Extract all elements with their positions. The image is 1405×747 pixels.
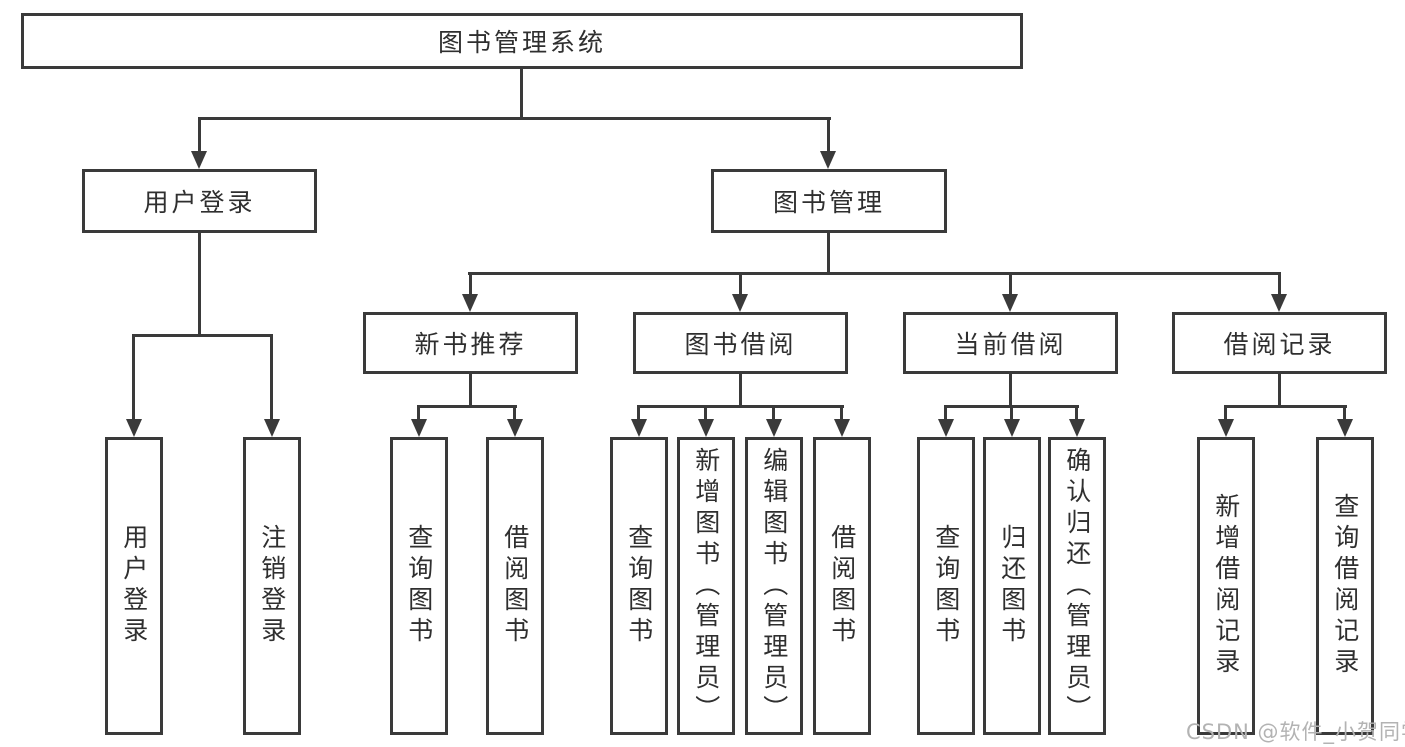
connector-line xyxy=(704,407,707,419)
connector-line xyxy=(198,233,201,336)
leaf-return-book-label: 归还图书 xyxy=(997,524,1027,648)
leaf-borrow-books-recommend: 借阅图书 xyxy=(486,437,544,735)
arrowhead-down-icon xyxy=(126,419,142,437)
node-root-label: 图书管理系统 xyxy=(437,28,606,57)
leaf-add-book-admin-label: 新增图书（管理员） xyxy=(691,446,721,726)
leaf-confirm-return-admin: 确认归还（管理员） xyxy=(1048,437,1106,735)
arrowhead-down-icon xyxy=(264,419,280,437)
arrowhead-down-icon xyxy=(1002,294,1018,312)
connector-line xyxy=(827,233,830,272)
connector-line xyxy=(739,272,742,294)
arrowhead-down-icon xyxy=(766,419,782,437)
node-current-borrow-label: 当前借阅 xyxy=(954,330,1067,359)
node-user-login: 用户登录 xyxy=(82,169,317,233)
leaf-return-book: 归还图书 xyxy=(983,437,1041,735)
leaf-borrow-books: 借阅图书 xyxy=(813,437,871,735)
connector-line xyxy=(827,117,830,151)
leaf-add-book-admin: 新增图书（管理员） xyxy=(677,437,735,735)
node-book-management: 图书管理 xyxy=(711,169,947,233)
connector-line xyxy=(1075,407,1078,419)
leaf-logout-label: 注销登录 xyxy=(257,524,287,648)
connector-line xyxy=(1224,407,1227,419)
leaf-user-login-label: 用户登录 xyxy=(119,524,149,648)
connector-line xyxy=(198,117,831,120)
arrowhead-down-icon xyxy=(938,419,954,437)
leaf-user-login: 用户登录 xyxy=(105,437,163,735)
node-borrow-records-label: 借阅记录 xyxy=(1223,330,1336,359)
leaf-edit-book-admin: 编辑图书（管理员） xyxy=(745,437,803,735)
leaf-borrow-books-recommend-label: 借阅图书 xyxy=(500,524,530,648)
connector-line xyxy=(1009,374,1012,406)
watermark-text: CSDN @软件_小贺同学 xyxy=(1186,720,1405,744)
leaf-query-books-borrow-label: 查询图书 xyxy=(624,524,654,648)
connector-line xyxy=(469,272,472,294)
connector-line xyxy=(1343,407,1346,419)
arrowhead-down-icon xyxy=(462,294,478,312)
connector-line xyxy=(1278,374,1281,406)
leaf-confirm-return-admin-label: 确认归还（管理员） xyxy=(1062,446,1092,726)
node-root: 图书管理系统 xyxy=(21,13,1023,69)
connector-line xyxy=(1009,272,1012,294)
arrowhead-down-icon xyxy=(191,151,207,169)
leaf-query-books-current-label: 查询图书 xyxy=(931,524,961,648)
leaf-query-books-current: 查询图书 xyxy=(917,437,975,735)
connector-line xyxy=(132,336,135,419)
connector-line xyxy=(520,69,523,117)
leaf-query-books-recommend: 查询图书 xyxy=(390,437,448,735)
connector-line xyxy=(637,407,640,419)
arrowhead-down-icon xyxy=(507,419,523,437)
connector-line xyxy=(637,405,844,408)
arrowhead-down-icon xyxy=(1004,419,1020,437)
connector-line xyxy=(944,405,1079,408)
arrowhead-down-icon xyxy=(1218,419,1234,437)
connector-line xyxy=(1010,407,1013,419)
node-current-borrow: 当前借阅 xyxy=(903,312,1118,374)
leaf-add-borrow-record: 新增借阅记录 xyxy=(1197,437,1255,735)
connector-line xyxy=(840,407,843,419)
connector-line xyxy=(270,336,273,419)
connector-line xyxy=(772,407,775,419)
node-borrow-records: 借阅记录 xyxy=(1172,312,1387,374)
node-new-book-recommend-label: 新书推荐 xyxy=(414,330,527,359)
connector-line xyxy=(132,334,273,337)
node-book-borrow: 图书借阅 xyxy=(633,312,848,374)
arrowhead-down-icon xyxy=(1069,419,1085,437)
arrowhead-down-icon xyxy=(1337,419,1353,437)
node-book-management-label: 图书管理 xyxy=(772,188,885,217)
leaf-borrow-books-label: 借阅图书 xyxy=(827,524,857,648)
leaf-query-books-borrow: 查询图书 xyxy=(610,437,668,735)
connector-line xyxy=(1278,272,1281,294)
leaf-query-books-recommend-label: 查询图书 xyxy=(404,524,434,648)
connector-line xyxy=(468,272,1281,275)
arrowhead-down-icon xyxy=(698,419,714,437)
connector-line xyxy=(739,374,742,406)
node-book-borrow-label: 图书借阅 xyxy=(684,330,797,359)
connector-line xyxy=(417,407,420,419)
leaf-query-borrow-record: 查询借阅记录 xyxy=(1316,437,1374,735)
connector-line xyxy=(417,405,517,408)
leaf-logout: 注销登录 xyxy=(243,437,301,735)
arrowhead-down-icon xyxy=(1271,294,1287,312)
connector-line xyxy=(469,374,472,406)
connector-line xyxy=(1224,405,1347,408)
leaf-add-borrow-record-label: 新增借阅记录 xyxy=(1211,493,1241,679)
node-new-book-recommend: 新书推荐 xyxy=(363,312,578,374)
leaf-edit-book-admin-label: 编辑图书（管理员） xyxy=(759,446,789,726)
arrowhead-down-icon xyxy=(631,419,647,437)
connector-line xyxy=(944,407,947,419)
connector-line xyxy=(513,407,516,419)
arrowhead-down-icon xyxy=(820,151,836,169)
arrowhead-down-icon xyxy=(732,294,748,312)
connector-line xyxy=(198,117,201,151)
leaf-query-borrow-record-label: 查询借阅记录 xyxy=(1330,493,1360,679)
node-user-login-label: 用户登录 xyxy=(143,188,256,217)
arrowhead-down-icon xyxy=(411,419,427,437)
arrowhead-down-icon xyxy=(834,419,850,437)
